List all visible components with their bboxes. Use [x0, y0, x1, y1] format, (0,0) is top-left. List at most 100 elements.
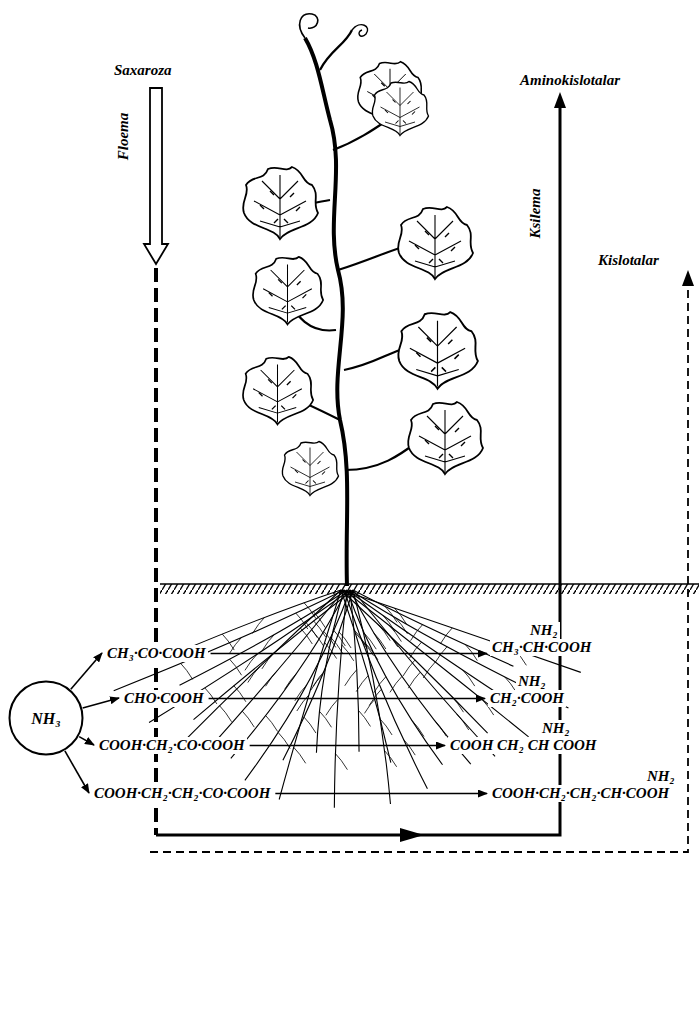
reaction-arrow: [65, 751, 89, 793]
formula-text: COOH CH₂ CH COOH: [448, 737, 599, 754]
root-hair: [364, 633, 376, 649]
formula-text: COOH·CH₂·CH₂·CO·COOH: [92, 785, 272, 802]
root-hair: [412, 721, 424, 737]
root-hair: [234, 686, 246, 702]
reaction-arrow: [79, 737, 94, 745]
root-line: [347, 590, 443, 765]
root-line: [279, 590, 341, 799]
root-line: [344, 590, 427, 789]
reaction-arrow: [211, 653, 487, 655]
root-hair: [230, 659, 242, 675]
root-line: [245, 590, 350, 780]
root-line: [114, 590, 344, 691]
root-hair: [304, 717, 316, 733]
root-hair: [297, 695, 309, 711]
flow-label: Saxaroza: [112, 62, 174, 79]
ammonia-circle: NH₃: [8, 680, 84, 756]
root-hair: [345, 670, 357, 686]
root-hair: [403, 739, 415, 755]
root-line: [206, 590, 344, 753]
root-hair: [457, 714, 469, 730]
formula-text: CH₃·CO·COOH: [105, 645, 208, 662]
formula-node: COOH·CH₂·CO·COOH: [97, 737, 247, 754]
root-hair: [369, 689, 381, 705]
root-hair: [229, 638, 241, 654]
root-hair: [390, 676, 402, 692]
root-hair: [385, 751, 397, 767]
formula-text: CH₃·CH·COOH: [490, 639, 593, 656]
root-hair: [319, 711, 331, 727]
root-hair: [378, 625, 390, 641]
root-line: [283, 590, 353, 760]
vessel-label: Floema: [115, 111, 132, 163]
root-hair: [326, 699, 338, 715]
reaction-arrow: [250, 745, 445, 747]
root-hair: [440, 628, 452, 644]
root-hair: [465, 645, 477, 661]
root-line: [350, 590, 359, 752]
formula-text: CH₂·COOH: [488, 690, 566, 707]
root-line: [180, 590, 347, 685]
amino-group: NH₂: [528, 622, 560, 639]
reaction-arrow: [83, 698, 119, 708]
amino-group: NH₂: [645, 768, 677, 785]
formula-text: CHO·COOH: [122, 690, 206, 707]
root-hair: [463, 670, 475, 686]
root-hair: [383, 615, 395, 631]
formula-node: COOH·CH₂·CH₂·CO·COOH: [92, 785, 272, 802]
flow-label: Aminokislotalar: [518, 72, 622, 89]
root-hair: [294, 747, 306, 763]
root-hair: [242, 711, 254, 727]
root-hair: [181, 663, 193, 679]
root-hair: [262, 635, 274, 651]
root-hair: [410, 642, 422, 658]
root-hair: [374, 677, 386, 693]
root-hair: [312, 630, 324, 646]
root-line: [353, 590, 495, 756]
root-hair: [423, 662, 435, 678]
root-hair: [394, 608, 406, 624]
root-hair: [220, 706, 232, 722]
formula-node: CH₃·CO·COOH: [105, 645, 208, 662]
root-line: [231, 590, 347, 758]
root-line: [194, 590, 353, 720]
amino-group: NH₂: [516, 673, 548, 690]
formula-node: NH₂COOH CH₂ CH COOH: [448, 720, 599, 754]
root-hair: [434, 720, 446, 736]
root-hair: [435, 647, 447, 663]
formula-text: COOH·CH₂·CH₂·CH·COOH: [490, 785, 671, 802]
root-hair: [333, 630, 345, 646]
formula-node: CHO·COOH: [122, 690, 206, 707]
root-hair: [411, 625, 423, 641]
root-line: [347, 590, 507, 699]
root-hair: [313, 670, 325, 686]
root-hair: [395, 618, 407, 634]
root-hair: [252, 617, 264, 633]
root-hair: [266, 670, 278, 686]
flow-label: Kislotalar: [596, 252, 661, 269]
root-hair: [408, 672, 420, 688]
formula-text: NH₃: [29, 710, 63, 727]
root-hair: [248, 667, 260, 683]
root-hair: [380, 719, 392, 735]
root-hair: [403, 660, 415, 676]
root-line: [341, 590, 581, 672]
formula-node: NH₂COOH·CH₂·CH₂·CH·COOH: [490, 768, 677, 802]
root-hair: [325, 643, 337, 659]
root-line: [344, 590, 529, 737]
formula-node: NH₂CH₃·CH·COOH: [490, 622, 593, 656]
amino-group: NH₂: [540, 720, 572, 737]
root-line: [341, 590, 488, 733]
reaction-arrow: [275, 793, 487, 795]
vessel-label: Ksilema: [527, 186, 544, 240]
formula-text: COOH·CH₂·CO·COOH: [97, 737, 247, 754]
reaction-arrow: [209, 698, 485, 700]
root-hair: [266, 716, 278, 732]
formula-node: NH₂CH₂·COOH: [488, 673, 566, 707]
reaction-arrow: [71, 653, 102, 689]
root-hair: [389, 626, 401, 642]
root-hair: [285, 673, 297, 689]
